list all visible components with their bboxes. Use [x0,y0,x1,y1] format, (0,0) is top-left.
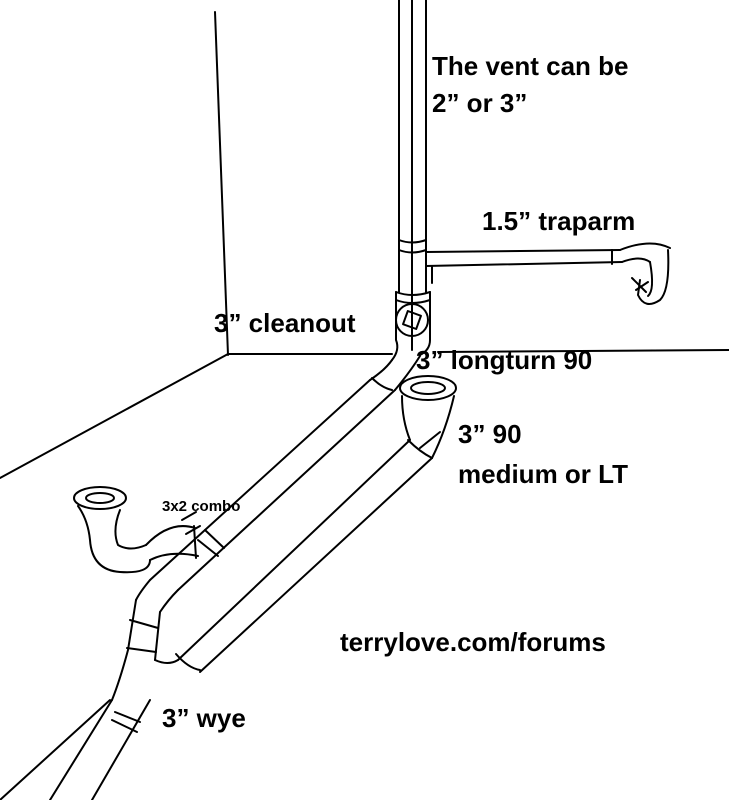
traparm-label: 1.5” traparm [482,206,636,236]
ninety-label-line1: 3” 90 [458,419,522,449]
vent-label-line2: 2” or 3” [432,88,528,118]
cleanout-fitting [391,291,431,361]
longturn-label: 3” longturn 90 [416,345,593,375]
combo-fitting [73,486,201,574]
wye-label: 3” wye [162,703,246,733]
ninety-label-line2: medium or LT [458,459,628,489]
main-drain-pipe [149,379,396,591]
vent-stack [398,0,427,293]
vent-label-line1: The vent can be [432,51,629,81]
traparm-pipe [425,242,671,305]
credit-label: terrylove.com/forums [340,627,606,657]
combo-label: 3x2 combo [162,498,241,515]
cleanout-label: 3” cleanout [214,308,356,338]
longturn-elbow [369,355,421,391]
wye-fitting [49,579,179,800]
ninety-fitting [175,375,457,673]
